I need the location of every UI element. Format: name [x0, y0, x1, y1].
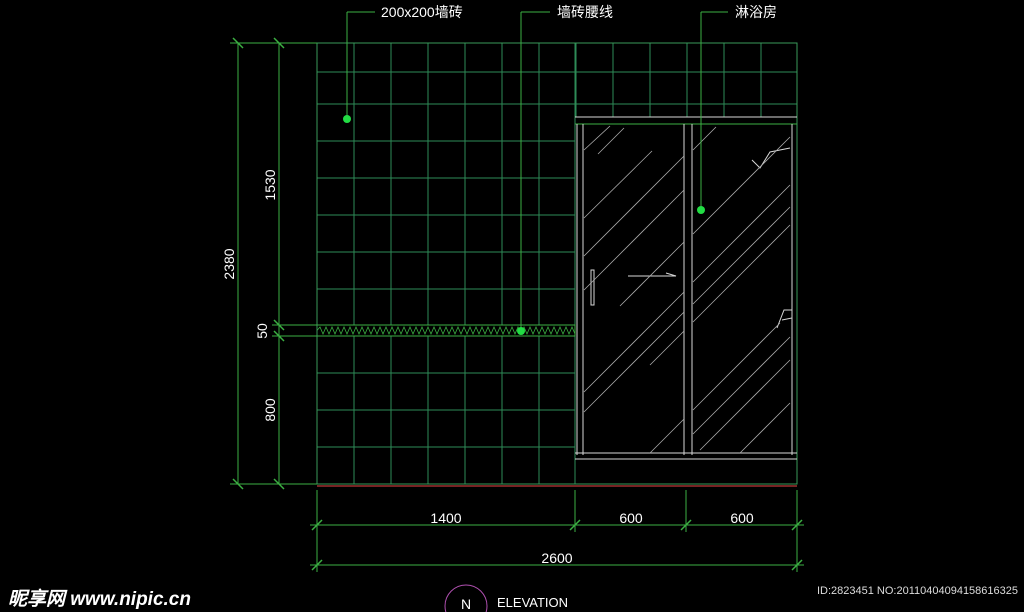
dim-door-left-width: 600	[619, 510, 643, 526]
callout-shower-label: 淋浴房	[735, 4, 777, 20]
callout-waistline-label: 墙砖腰线	[557, 4, 613, 20]
watermark-id: ID:2823451 NO:20110404094158616325	[816, 585, 1018, 597]
dim-total-width: 2600	[541, 550, 572, 566]
north-circle	[444, 584, 488, 612]
dim-total-height: 2380	[221, 248, 237, 279]
dimension-lines	[230, 37, 804, 572]
shower-enclosure	[575, 116, 797, 460]
shower-head-icon	[751, 147, 791, 169]
north-label: N	[461, 596, 471, 612]
wall-tile-grid	[317, 43, 797, 484]
watermark-site: 昵享网 www.nipic.cn	[8, 589, 191, 610]
wall-outline	[316, 42, 798, 485]
sliding-arrow	[628, 272, 677, 277]
dim-wall-width: 1400	[430, 510, 461, 526]
callout-shower: 淋浴房	[697, 4, 777, 214]
callout-tile: 200x200墙砖	[343, 4, 463, 123]
dim-lower-height: 800	[262, 398, 278, 422]
callout-waistline: 墙砖腰线	[517, 4, 613, 335]
dim-band-height: 50	[254, 323, 270, 339]
faucet-icon	[776, 309, 793, 329]
door-handle	[590, 269, 595, 306]
waistline-band	[316, 324, 576, 337]
callout-tile-label: 200x200墙砖	[381, 4, 463, 20]
dim-upper-height: 1530	[262, 169, 278, 200]
view-title: ELEVATION	[497, 595, 568, 610]
dim-door-right-width: 600	[730, 510, 754, 526]
